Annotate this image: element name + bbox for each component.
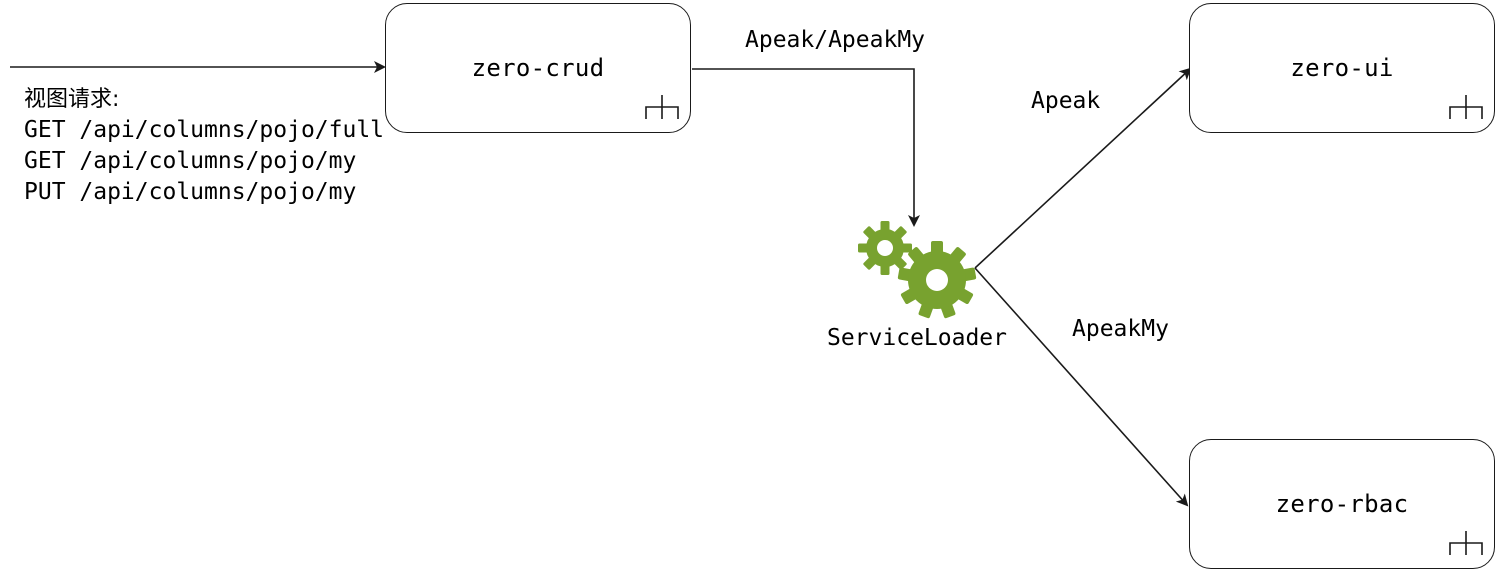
node-label: zero-ui bbox=[1290, 54, 1394, 82]
module-icon bbox=[1449, 531, 1483, 555]
edge-label-apeak: Apeak bbox=[1031, 88, 1101, 114]
request-line: PUT /api/columns/pojo/my bbox=[24, 179, 357, 205]
large-gear bbox=[897, 241, 977, 319]
module-icon bbox=[645, 95, 679, 119]
edge-loader-to-ui bbox=[974, 67, 1192, 269]
request-line: GET /api/columns/pojo/full bbox=[24, 117, 385, 143]
small-gear bbox=[858, 221, 912, 275]
edge-label-apeakmy: ApeakMy bbox=[1072, 316, 1169, 342]
gears-svg bbox=[858, 221, 977, 319]
request-title: 视图请求: bbox=[24, 87, 120, 112]
request-annotation: 视图请求: GET /api/columns/pojo/full GET /ap… bbox=[24, 84, 384, 208]
node-zero-ui[interactable]: zero-ui bbox=[1189, 3, 1495, 133]
node-zero-rbac[interactable]: zero-rbac bbox=[1189, 439, 1495, 569]
node-zero-crud[interactable]: zero-crud bbox=[385, 3, 691, 133]
edge-label-apeak-apeakmy: Apeak/ApeakMy bbox=[745, 27, 926, 53]
module-icon bbox=[1449, 95, 1483, 119]
node-label: zero-crud bbox=[471, 54, 605, 82]
gears-icon[interactable] bbox=[856, 218, 978, 320]
node-label: zero-rbac bbox=[1275, 490, 1409, 518]
edge-loader-to-rbac bbox=[974, 267, 1189, 507]
request-line: GET /api/columns/pojo/my bbox=[24, 148, 357, 174]
service-loader-label: ServiceLoader bbox=[826, 325, 1007, 351]
edge-crud-to-loader bbox=[692, 68, 920, 227]
